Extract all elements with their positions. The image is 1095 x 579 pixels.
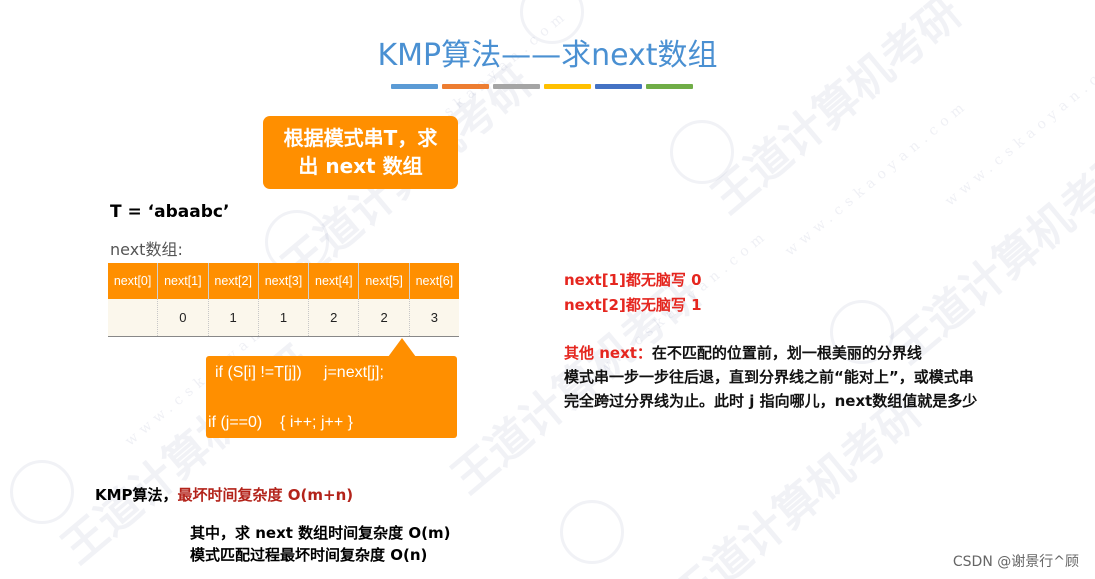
table-header-cell: next[3]	[258, 263, 310, 299]
table-cell: 1	[258, 299, 310, 337]
rule-other-line3: 完全跨过分界线为止。此时 j 指向哪儿，next数组值就是多少	[564, 392, 978, 410]
complexity-summary: KMP算法，最坏时间复杂度 O(m+n)	[95, 484, 353, 505]
color-bar-orange	[442, 84, 489, 89]
table-header-cell: next[1]	[157, 263, 209, 299]
table-header-cell: next[4]	[308, 263, 360, 299]
slide-title: KMP算法——求next数组	[377, 38, 718, 73]
table-header-cell: next[2]	[208, 263, 259, 299]
rule-other-prefix: 其他 next：	[564, 344, 652, 362]
task-callout-line1: 根据模式串T，求	[283, 126, 438, 150]
color-bar-yellow	[544, 84, 591, 89]
next-array-table: next[0] next[1] next[2] next[3] next[4] …	[108, 263, 459, 337]
watermark-logo-icon	[560, 500, 624, 564]
csdn-credit: CSDN @谢景行^顾	[952, 554, 1079, 570]
complexity-prefix: KMP算法，	[95, 486, 178, 504]
table-header-cell: next[0]	[108, 263, 159, 299]
task-callout-line2: 出 next 数组	[298, 154, 423, 178]
table-header-cell: next[5]	[358, 263, 410, 299]
table-cell: 2	[358, 299, 410, 337]
rule-other-text1: 在不匹配的位置前，划一根美丽的分界线	[651, 344, 922, 362]
table-cell: 0	[157, 299, 209, 337]
rule-next1: next[1]都无脑写 0	[564, 271, 702, 289]
color-bar-dark-blue	[595, 84, 642, 89]
rule-next2: next[2]都无脑写 1	[564, 296, 702, 314]
table-cell: 3	[409, 299, 459, 337]
table-cell	[108, 299, 159, 337]
title-color-bars	[391, 84, 693, 89]
complexity-details: 其中，求 next 数组时间复杂度 O(m) 模式匹配过程最坏时间复杂度 O(n…	[190, 522, 450, 566]
watermark-logo-icon	[670, 120, 734, 184]
table-row: 0 1 1 2 2 3	[108, 299, 459, 337]
complexity-detail-next: 其中，求 next 数组时间复杂度 O(m)	[190, 524, 451, 542]
task-callout: 根据模式串T，求 出 next 数组	[263, 116, 458, 189]
rule-other-line2: 模式串一步一步往后退，直到分界线之前“能对上”，或模式串	[564, 368, 974, 386]
code-line-mismatch: if (S[i] !=T[j]) j=next[j];	[215, 364, 384, 381]
table-cell: 1	[208, 299, 259, 337]
color-bar-green	[646, 84, 693, 89]
complexity-detail-match: 模式匹配过程最坏时间复杂度 O(n)	[190, 546, 428, 564]
table-header-cell: next[6]	[409, 263, 459, 299]
color-bar-blue	[391, 84, 438, 89]
watermark-brand: 王道计算机考研	[882, 136, 1095, 374]
watermark-logo-icon	[10, 460, 74, 524]
next-array-label: next数组:	[110, 240, 183, 259]
pattern-string: T = ‘abaabc’	[110, 202, 230, 222]
table-header-row: next[0] next[1] next[2] next[3] next[4] …	[108, 263, 459, 299]
complexity-worst: 最坏时间复杂度 O(m+n)	[177, 486, 354, 504]
color-bar-gray	[493, 84, 540, 89]
code-line-j-zero: if (j==0) { i++; j++ }	[208, 414, 353, 431]
code-callout: if (S[i] !=T[j]) j=next[j]; if (j==0) { …	[206, 338, 457, 438]
watermark-url: www.cskaoyan.com	[782, 96, 973, 260]
table-cell: 2	[308, 299, 360, 337]
rule-other-line1: 其他 next：在不匹配的位置前，划一根美丽的分界线	[564, 342, 922, 363]
